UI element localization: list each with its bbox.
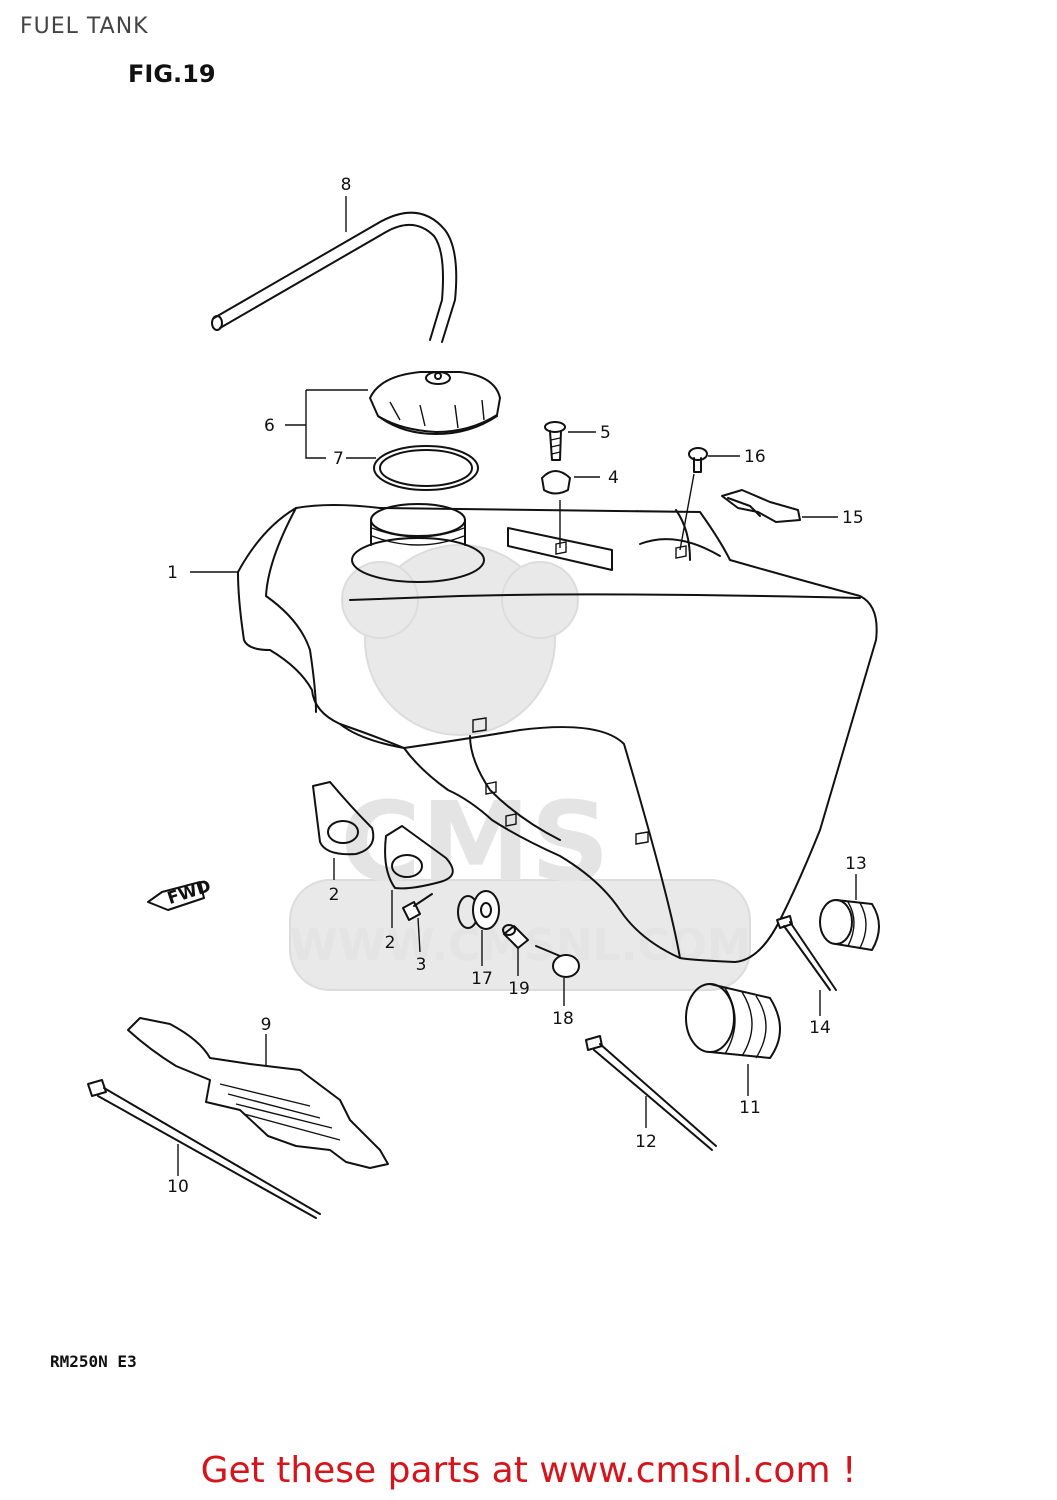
callout-3: 3 [416, 955, 427, 975]
part-14-cable-tie [776, 915, 837, 991]
part-2-bracket-left [312, 781, 375, 856]
callout-11: 11 [739, 1098, 761, 1118]
callout-9: 9 [261, 1015, 272, 1035]
part-13-rubber-boot [819, 899, 880, 951]
part-2-bracket-right [384, 825, 454, 890]
part-7-gasket [373, 445, 479, 491]
callout-18: 18 [552, 1009, 574, 1029]
part-19-collar [502, 924, 529, 949]
part-15-clip [721, 489, 801, 523]
watermark-brand: CMS [340, 778, 609, 906]
promo-link[interactable]: Get these parts at www.cmsnl.com ! [200, 1450, 857, 1491]
part-10-cable-tie [87, 1079, 321, 1219]
leader-lines [177, 389, 857, 1176]
callout-15: 15 [842, 508, 864, 528]
part-17-grommet [457, 890, 500, 930]
callout-2-left: 2 [329, 885, 340, 905]
part-5-bolt [544, 421, 566, 461]
part-9-rubber-strap [127, 1017, 389, 1169]
part-3-bolt [402, 893, 433, 921]
part-4-damper [541, 470, 571, 495]
part-6-fuel-cap [369, 371, 501, 435]
callout-7: 7 [333, 449, 344, 469]
callout-1: 1 [167, 563, 178, 583]
callout-13: 13 [845, 854, 867, 874]
part-18-bolt [535, 945, 580, 978]
fwd-label: FWD [165, 876, 213, 909]
part-11-rubber-boot [685, 983, 781, 1059]
part-8-breather-hose [211, 196, 458, 343]
callouts: 1 2 2 3 4 5 6 7 8 9 10 11 12 13 14 15 16… [167, 175, 867, 1197]
callout-12: 12 [635, 1132, 657, 1152]
callout-2-right: 2 [385, 933, 396, 953]
part-12-cable-tie [585, 1035, 717, 1151]
model-code: RM250N E3 [50, 1352, 137, 1371]
callout-5: 5 [600, 423, 611, 443]
callout-4: 4 [608, 468, 619, 488]
fwd-direction-marker: FWD [147, 876, 213, 911]
figure-label: FIG.19 [128, 60, 216, 88]
callout-10: 10 [167, 1177, 189, 1197]
part-1-fuel-tank [237, 503, 878, 963]
part-16-bolt [688, 447, 708, 473]
callout-14: 14 [809, 1018, 831, 1038]
page-title: FUEL TANK [20, 14, 149, 39]
callout-17: 17 [471, 969, 493, 989]
callout-8: 8 [341, 175, 352, 195]
callout-19: 19 [508, 979, 530, 999]
callout-16: 16 [744, 447, 766, 467]
watermark: CMS WWW.CMSNL.COM [289, 544, 751, 991]
callout-6: 6 [264, 416, 275, 436]
watermark-mascot-ear-right [501, 561, 579, 639]
